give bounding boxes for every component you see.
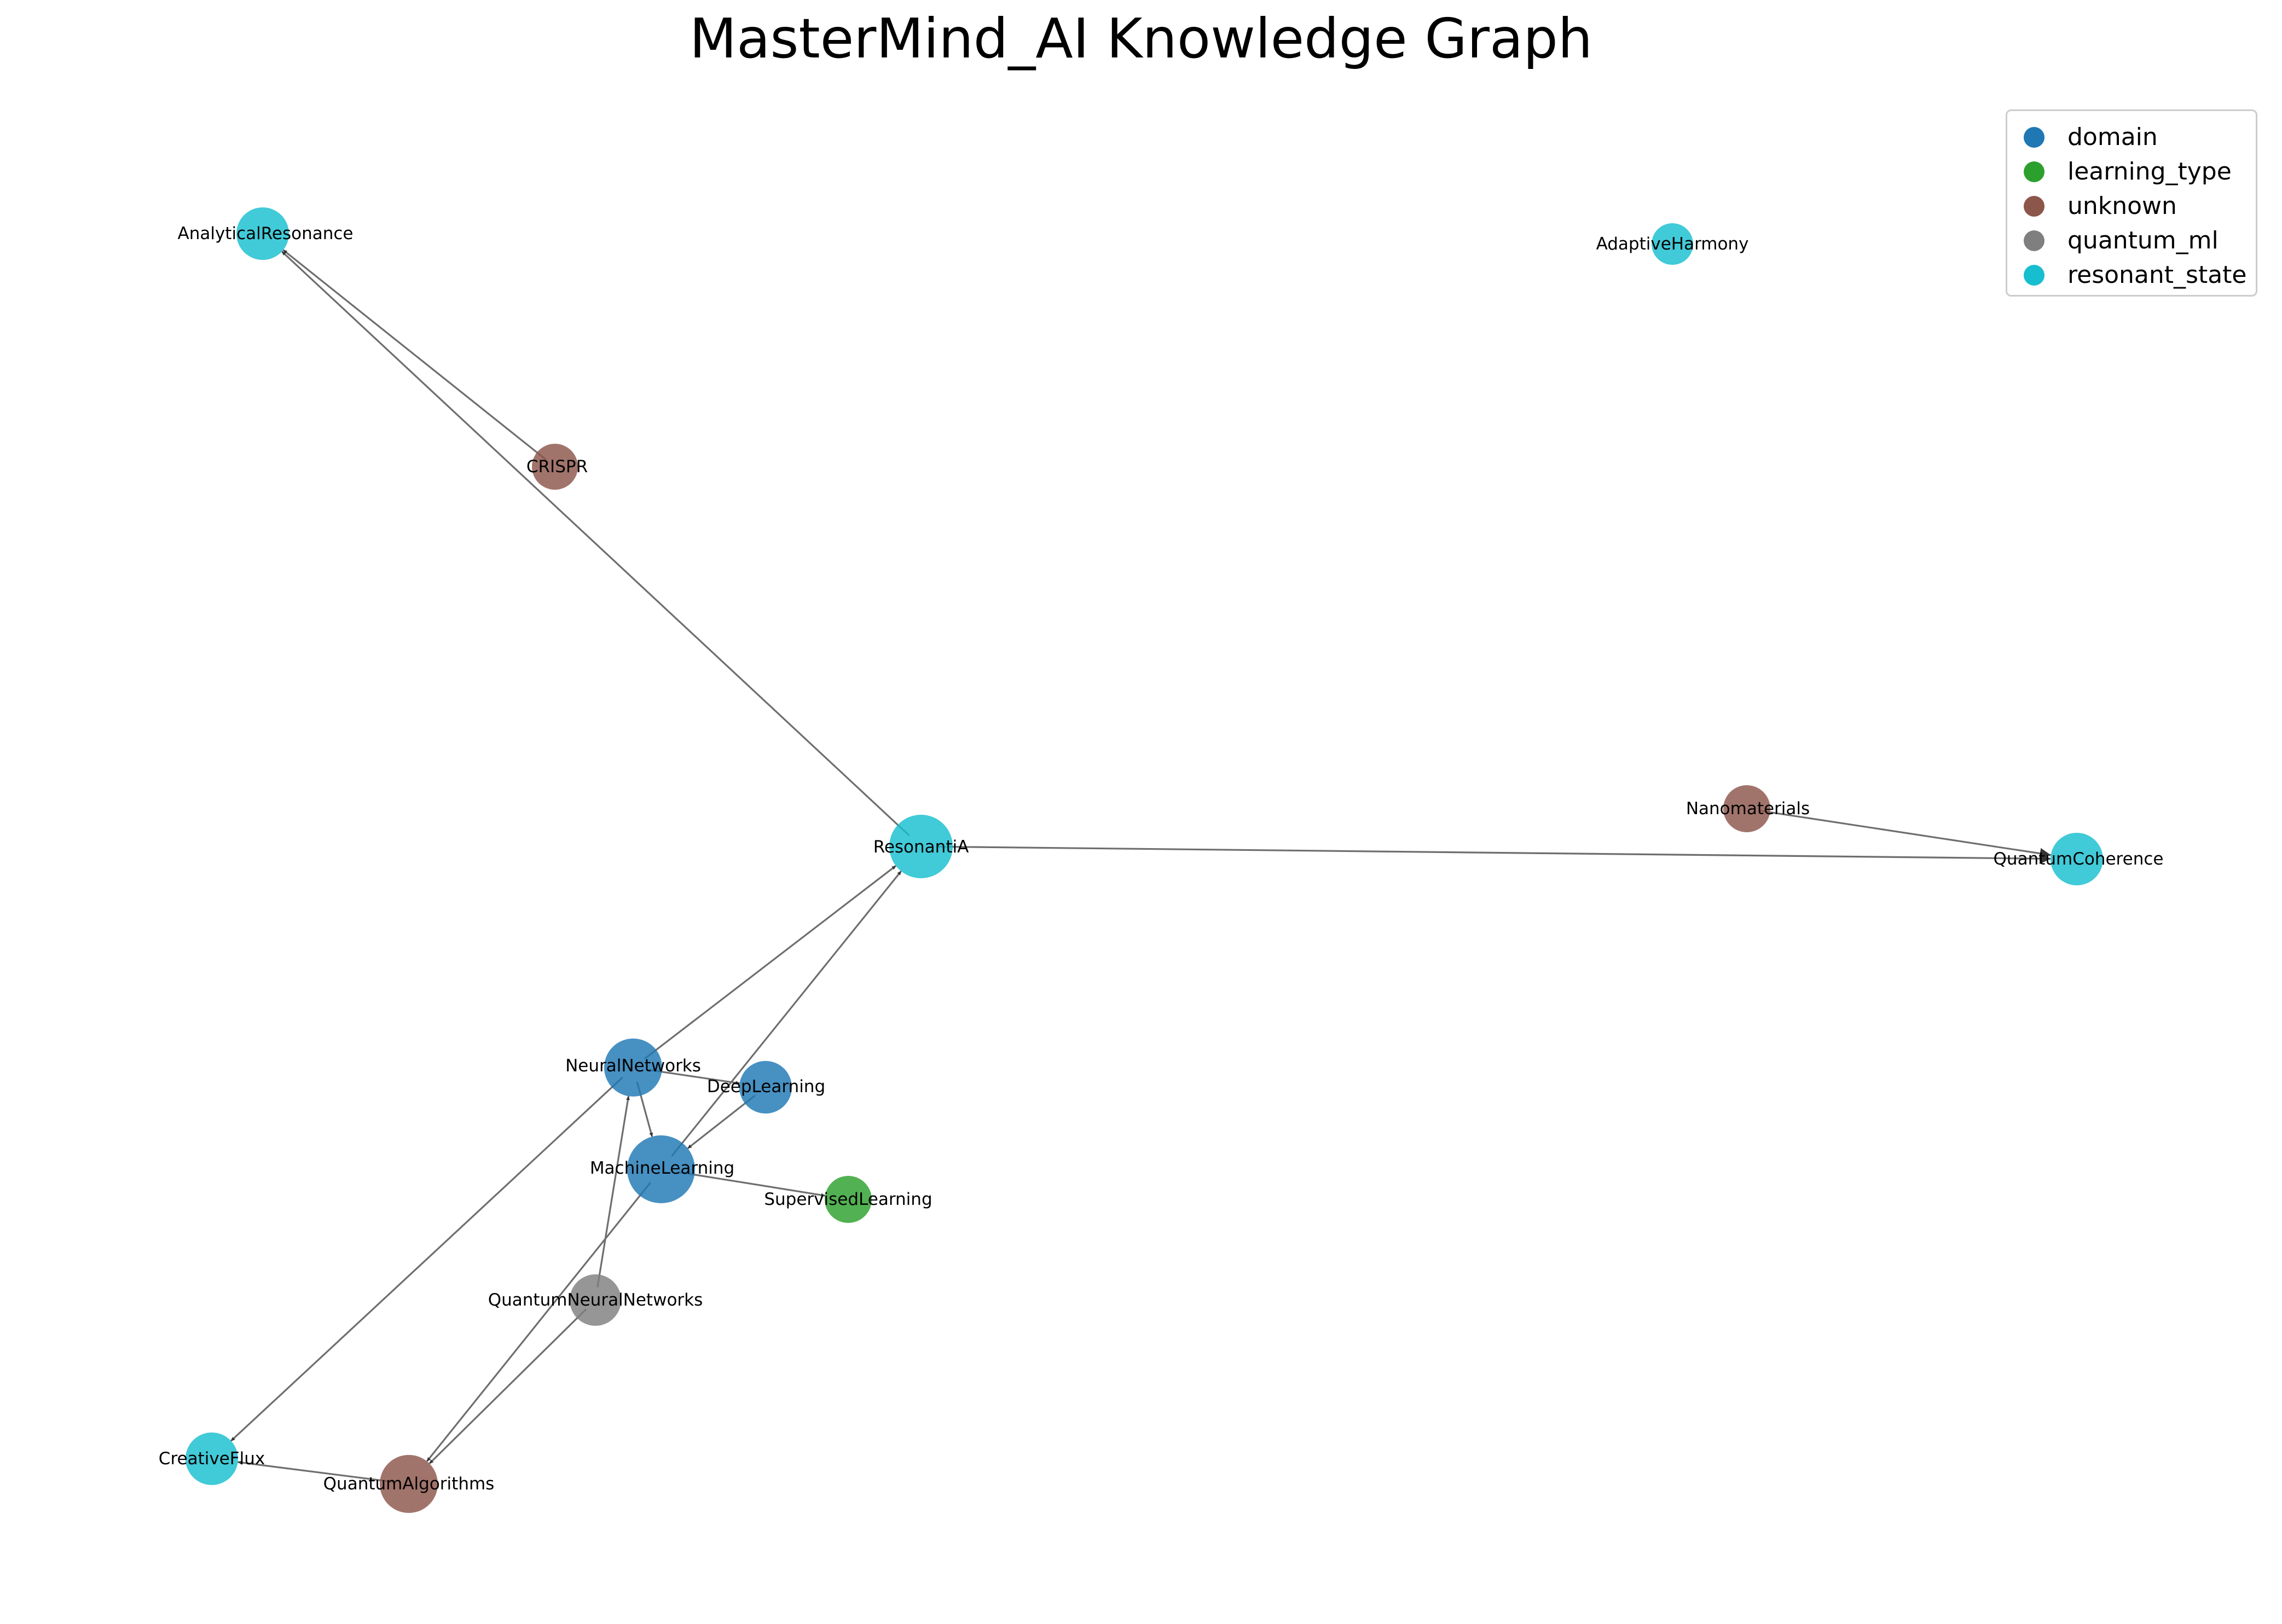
- node-label-QuantumNeuralNetworks: QuantumNeuralNetworks: [488, 1290, 703, 1310]
- legend-marker-unknown: [2024, 195, 2044, 217]
- edge-MachineLearning-to-QuantumAlgorithms: [426, 1182, 651, 1462]
- node-CRISPR[interactable]: [532, 444, 578, 490]
- legend-marker-domain: [2024, 126, 2044, 148]
- legend-item-learning_type: learning_type: [2024, 154, 2256, 189]
- node-label-Nanomaterials: Nanomaterials: [1686, 799, 1810, 819]
- edge-ResonantiA-to-QuantumCoherence: [936, 845, 2051, 865]
- legend-item-resonant_state: resonant_state: [2024, 258, 2256, 292]
- legend-item-unknown: unknown: [2024, 189, 2256, 223]
- node-ResonantiA[interactable]: [889, 815, 953, 878]
- labels-layer: AnalyticalResonanceAdaptiveHarmonyCRISPR…: [159, 224, 2164, 1494]
- edge-CRISPR-to-AnalyticalResonance: [282, 249, 547, 461]
- edge-DeepLearning-to-MachineLearning: [687, 1094, 756, 1149]
- legend-marker-quantum_ml: [2024, 230, 2044, 251]
- node-label-CRISPR: CRISPR: [526, 457, 588, 477]
- node-label-DeepLearning: DeepLearning: [707, 1077, 825, 1097]
- legend-item-quantum_ml: quantum_ml: [2024, 223, 2256, 258]
- legend-marker-learning_type: [2024, 161, 2044, 182]
- legend-label-resonant_state: resonant_state: [2067, 261, 2247, 289]
- graph-title: MasterMind_AI Knowledge Graph: [689, 7, 1593, 71]
- edge-ResonantiA-to-AnalyticalResonance: [281, 251, 910, 837]
- edge-QuantumNeuralNetworks-to-NeuralNetworks: [596, 1096, 630, 1288]
- edge-QuantumNeuralNetworks-to-QuantumAlgorithms: [428, 1308, 587, 1464]
- node-CreativeFlux[interactable]: [186, 1432, 238, 1485]
- node-label-AdaptiveHarmony: AdaptiveHarmony: [1596, 234, 1749, 254]
- node-label-QuantumAlgorithms: QuantumAlgorithms: [323, 1474, 495, 1494]
- node-AnalyticalResonance[interactable]: [236, 207, 289, 260]
- edge-Nanomaterials-to-QuantumCoherence: [1758, 809, 2051, 859]
- node-MachineLearning[interactable]: [627, 1135, 695, 1203]
- node-AdaptiveHarmony[interactable]: [1652, 223, 1693, 265]
- node-label-MachineLearning: MachineLearning: [590, 1158, 734, 1178]
- node-QuantumCoherence[interactable]: [2051, 833, 2103, 885]
- legend-label-learning_type: learning_type: [2067, 158, 2232, 185]
- nodes-layer: [186, 207, 2103, 1513]
- node-NeuralNetworks[interactable]: [604, 1039, 662, 1097]
- node-DeepLearning[interactable]: [739, 1061, 792, 1113]
- legend-label-quantum_ml: quantum_ml: [2067, 227, 2219, 254]
- node-QuantumNeuralNetworks[interactable]: [570, 1274, 621, 1326]
- node-SupervisedLearning[interactable]: [825, 1176, 872, 1223]
- edges-layer: [230, 249, 2051, 1483]
- node-QuantumAlgorithms[interactable]: [380, 1455, 438, 1513]
- node-label-SupervisedLearning: SupervisedLearning: [764, 1190, 932, 1209]
- legend-marker-resonant_state: [2024, 264, 2044, 286]
- edge-MachineLearning-to-ResonantiA: [671, 871, 902, 1157]
- legend-label-domain: domain: [2067, 123, 2158, 151]
- legend-label-unknown: unknown: [2067, 192, 2177, 220]
- legend-item-domain: domain: [2024, 120, 2256, 154]
- node-label-QuantumCoherence: QuantumCoherence: [1994, 849, 2164, 869]
- edge-MachineLearning-to-SupervisedLearning: [677, 1171, 825, 1197]
- node-label-CreativeFlux: CreativeFlux: [159, 1449, 265, 1469]
- node-label-ResonantiA: ResonantiA: [873, 837, 969, 857]
- node-label-NeuralNetworks: NeuralNetworks: [565, 1056, 701, 1076]
- edge-NeuralNetworks-to-CreativeFlux: [230, 1076, 623, 1442]
- edge-QuantumAlgorithms-to-CreativeFlux: [238, 1460, 395, 1483]
- node-label-AnalyticalResonance: AnalyticalResonance: [178, 224, 354, 243]
- node-Nanomaterials[interactable]: [1723, 785, 1770, 832]
- edge-NeuralNetworks-to-DeepLearning: [647, 1069, 740, 1085]
- edge-NeuralNetworks-to-ResonantiA: [644, 865, 896, 1060]
